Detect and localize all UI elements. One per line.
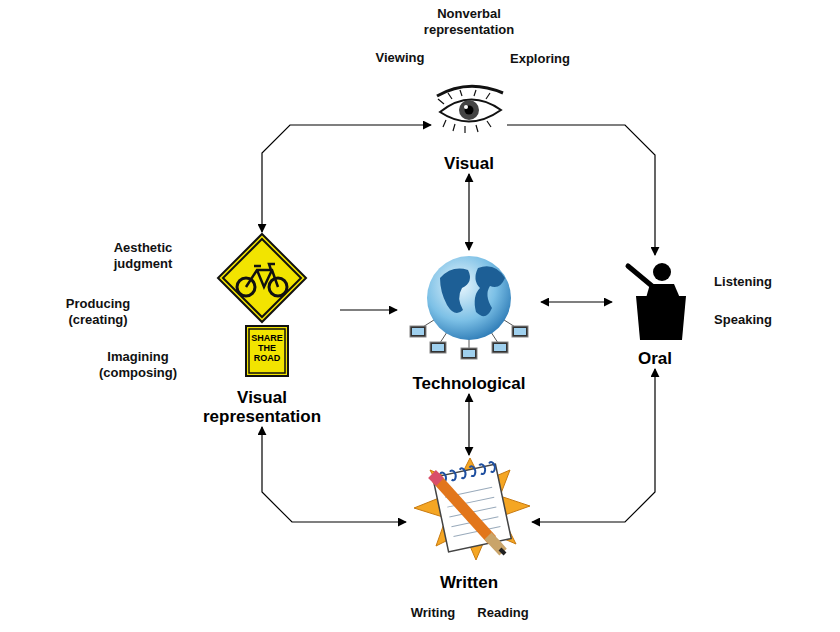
visual-node: Visual (431, 80, 507, 174)
visual-representation-node: Visual representation (184, 232, 340, 427)
skill-label: Reading (466, 605, 540, 621)
skill-label: Imagining (composing) (86, 349, 190, 382)
skill-label: Viewing (365, 50, 435, 66)
globe-network (410, 256, 528, 359)
skill-label: Listening (703, 274, 783, 290)
notepad-pencil (414, 458, 530, 560)
connector-arrow (262, 125, 431, 232)
connector-arrow (262, 427, 406, 522)
eye-icon (433, 82, 505, 138)
node-label: Visual (444, 154, 494, 174)
skill-label: Producing (creating) (50, 296, 146, 329)
oral-node: Oral (612, 255, 698, 369)
connector-arrow (541, 301, 612, 302)
sign-text: SHARE THE ROAD (246, 334, 288, 364)
skill-label: Exploring (500, 51, 580, 67)
connector-arrow (468, 174, 469, 250)
node-label: Written (440, 573, 498, 593)
node-label: Technological (412, 374, 525, 394)
connector-arrow (532, 369, 655, 522)
node-label: Visual representation (184, 388, 340, 427)
connector-arrow (507, 125, 655, 255)
connector-arrow (340, 309, 397, 310)
connector-arrow (468, 394, 469, 455)
skill-label: Speaking (703, 312, 783, 328)
speaker-silhouette (628, 263, 686, 340)
written-node: Written (406, 455, 532, 593)
node-label: Oral (638, 349, 672, 369)
skill-label: Aesthetic judgment (98, 240, 188, 273)
bicycle-sign (218, 234, 306, 376)
technological-node: Technological (397, 250, 541, 394)
skill-label: Writing (398, 605, 468, 621)
skill-label: Nonverbal representation (404, 6, 534, 39)
